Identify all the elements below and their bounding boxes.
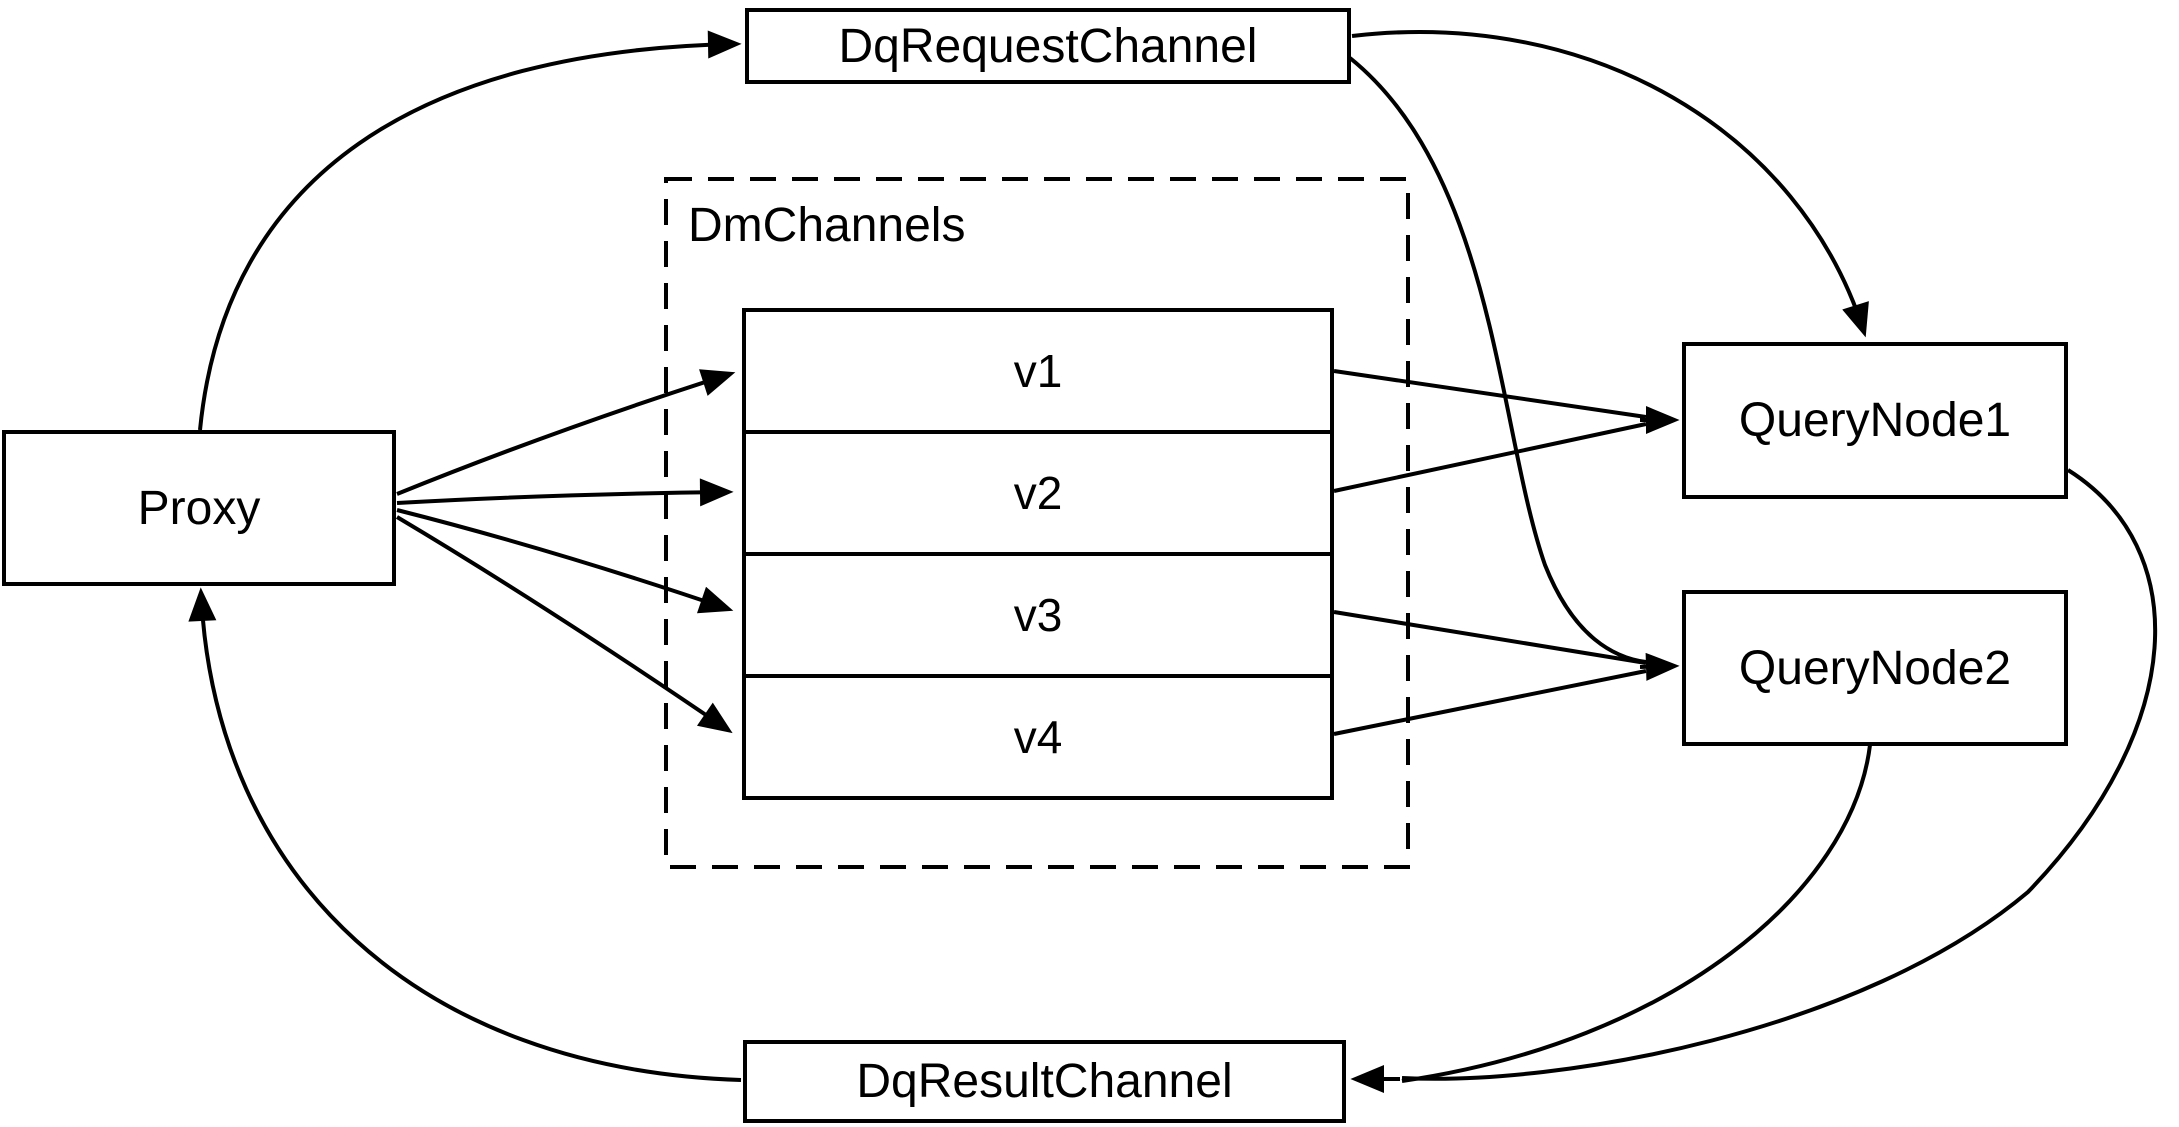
node-querynode1: QueryNode1 bbox=[1682, 342, 2068, 499]
channel-row-v4: v4 bbox=[746, 674, 1330, 796]
edge-proxy-to-v2 bbox=[396, 478, 734, 507]
node-querynode2: QueryNode2 bbox=[1682, 590, 2068, 746]
edge-v4-to-querynode2 bbox=[1333, 669, 1647, 736]
channel-v4-label: v4 bbox=[1013, 711, 1063, 763]
channel-v2-label: v2 bbox=[1013, 467, 1063, 519]
edge-proxy-to-v1 bbox=[396, 369, 736, 496]
channel-v3-label: v3 bbox=[1013, 589, 1063, 641]
channel-row-v3: v3 bbox=[746, 552, 1330, 674]
edge-v3-to-querynode2 bbox=[1333, 610, 1647, 665]
edge-dqrequestchannel-to-querynode1 bbox=[1351, 30, 1869, 338]
node-dqresultchannel-label: DqResultChannel bbox=[856, 1055, 1233, 1108]
channel-row-v1: v1 bbox=[746, 312, 1330, 430]
edge-v1-to-querynode1 bbox=[1333, 369, 1647, 419]
edge-dqresultchannel-to-proxy bbox=[188, 587, 742, 1082]
node-dqrequestchannel-label: DqRequestChannel bbox=[838, 19, 1258, 73]
node-querynode2-label: QueryNode2 bbox=[1738, 641, 2012, 695]
arrowhead-into-querynode2 bbox=[1639, 652, 1680, 681]
node-querynode1-label: QueryNode1 bbox=[1738, 394, 2012, 447]
node-dqresultchannel: DqResultChannel bbox=[743, 1040, 1346, 1123]
edge-proxy-to-v3 bbox=[396, 508, 734, 614]
edge-querynode2-to-dqresultchannel bbox=[1401, 744, 1872, 1083]
dmchannels-group-label: DmChannels bbox=[688, 199, 966, 252]
edge-dqrequestchannel-to-querynode2 bbox=[1348, 56, 1647, 664]
channel-row-v2: v2 bbox=[746, 430, 1330, 552]
edge-proxy-to-v4 bbox=[395, 515, 733, 734]
channel-stack: v1 v2 v3 v4 bbox=[742, 308, 1334, 800]
edge-proxy-to-dqrequestchannel bbox=[198, 30, 742, 431]
channel-v1-label: v1 bbox=[1013, 345, 1063, 397]
node-dqrequestchannel: DqRequestChannel bbox=[745, 8, 1351, 84]
node-proxy: Proxy bbox=[2, 430, 396, 586]
edge-querynode1-to-dqresultchannel bbox=[1401, 468, 2158, 1081]
edge-v2-to-querynode1 bbox=[1333, 422, 1647, 493]
node-proxy-label: Proxy bbox=[137, 481, 261, 535]
